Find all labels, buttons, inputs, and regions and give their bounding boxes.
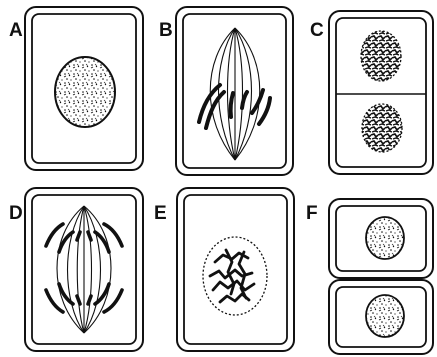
cell-a (25, 7, 143, 170)
cell-f-top (329, 199, 433, 278)
nucleus-c-bottom (362, 104, 402, 152)
nucleus-e (203, 237, 267, 315)
nucleus-f-bottom (366, 295, 404, 337)
cell-c (329, 11, 433, 174)
nucleus-c-top (361, 31, 401, 81)
cell-b (176, 7, 293, 175)
nucleus-f-top (366, 217, 404, 259)
spindle-b (210, 28, 260, 160)
cell-d (25, 188, 143, 351)
cell-e (177, 188, 294, 351)
cell-f-bottom (329, 280, 433, 354)
nucleus-a (55, 57, 115, 127)
